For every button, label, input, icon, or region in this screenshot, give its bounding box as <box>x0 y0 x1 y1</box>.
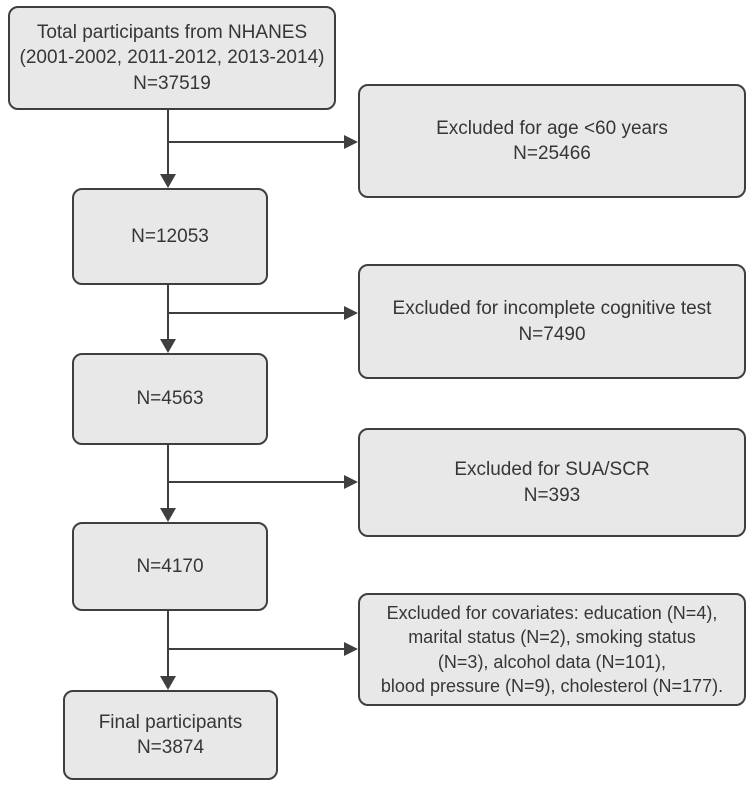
arrow-down-1 <box>160 110 176 188</box>
arrow-branch-4 <box>168 642 358 656</box>
box-n-4170: N=4170 <box>72 522 268 611</box>
arrow-branch-3 <box>168 475 358 489</box>
arrow-branch-2 <box>168 306 358 320</box>
box-excluded-age: Excluded for age <60 years N=25466 <box>358 84 746 198</box>
box-excluded-cognitive-test: Excluded for incomplete cognitive test N… <box>358 264 746 379</box>
box-n-12053: N=12053 <box>72 188 268 285</box>
box-n-4563: N=4563 <box>72 353 268 445</box>
box-excluded-covariates: Excluded for covariates: education (N=4)… <box>358 593 746 706</box>
box-total-participants: Total participants from NHANES (2001-200… <box>8 6 336 110</box>
box-excluded-sua-scr: Excluded for SUA/SCR N=393 <box>358 428 746 537</box>
arrow-down-4 <box>160 611 176 690</box>
arrow-down-3 <box>160 445 176 522</box>
box-final-participants: Final participants N=3874 <box>63 690 278 780</box>
arrow-branch-1 <box>168 135 358 149</box>
arrow-down-2 <box>160 285 176 353</box>
